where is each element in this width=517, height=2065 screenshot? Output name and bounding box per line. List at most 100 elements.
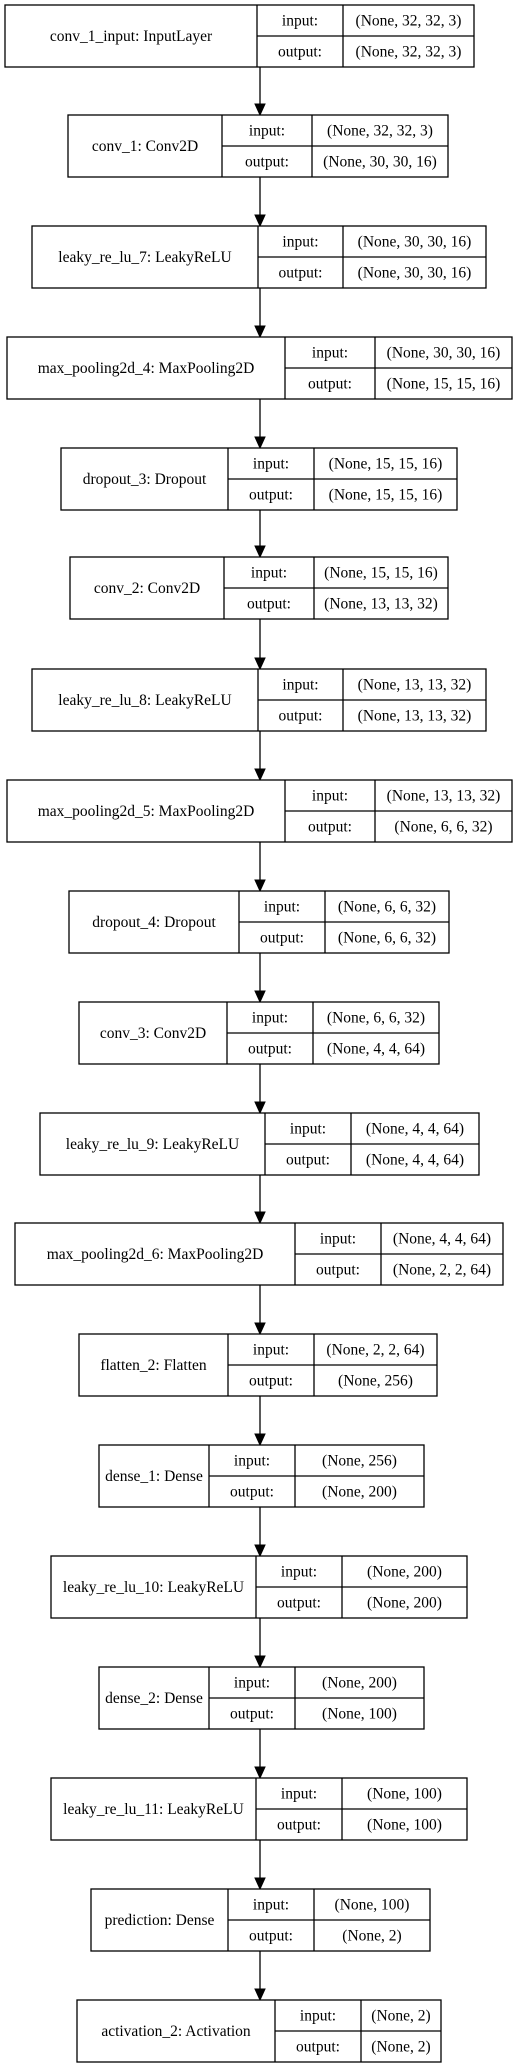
input-label: input: bbox=[251, 565, 287, 582]
arrowhead bbox=[254, 657, 266, 671]
layer-name: conv_3: Conv2D bbox=[100, 1025, 206, 1042]
input-shape: (None, 2) bbox=[371, 2008, 430, 2025]
arrowhead bbox=[254, 1433, 266, 1447]
layer-name: max_pooling2d_6: MaxPooling2D bbox=[47, 1246, 264, 1263]
layer-name: flatten_2: Flatten bbox=[100, 1357, 207, 1374]
layer-name: dense_1: Dense bbox=[105, 1468, 203, 1485]
output-label: output: bbox=[308, 376, 352, 393]
edge-arrow bbox=[254, 510, 266, 559]
layer-node: flatten_2: Flatten input: output: (None, 2,… bbox=[78, 1333, 438, 1397]
output-shape: (None, 100) bbox=[322, 1706, 397, 1723]
output-label: output: bbox=[245, 154, 289, 171]
output-shape: (None, 2) bbox=[371, 2039, 430, 2056]
output-label: output: bbox=[230, 1484, 274, 1501]
arrowhead bbox=[254, 879, 266, 893]
arrowhead bbox=[254, 1211, 266, 1225]
output-label: output: bbox=[249, 1373, 293, 1390]
layer-name: conv_2: Conv2D bbox=[94, 580, 200, 597]
layer-name: conv_1: Conv2D bbox=[92, 138, 198, 155]
input-label: input: bbox=[281, 1786, 317, 1803]
edge-arrow bbox=[254, 1396, 266, 1447]
input-shape: (None, 200) bbox=[322, 1675, 397, 1692]
layer-node: leaky_re_lu_7: LeakyReLU input: output: (No… bbox=[31, 225, 487, 289]
output-label: output: bbox=[278, 44, 322, 61]
layer-node: leaky_re_lu_8: LeakyReLUinput:output:(No… bbox=[31, 668, 487, 732]
output-label: output: bbox=[296, 2039, 340, 2056]
input-shape: (None, 30, 30, 16) bbox=[358, 234, 472, 251]
layer-name: dropout_3: Dropout bbox=[83, 471, 207, 488]
output-label: output: bbox=[316, 1262, 360, 1279]
input-shape: (None, 15, 15, 16) bbox=[329, 456, 443, 473]
output-shape: (None, 4, 4, 64) bbox=[366, 1152, 464, 1169]
output-shape: (None, 15, 15, 16) bbox=[329, 487, 443, 504]
output-label: output: bbox=[279, 265, 323, 282]
input-label: input: bbox=[282, 13, 318, 30]
arrowhead bbox=[254, 768, 266, 782]
edge-arrow bbox=[254, 1285, 266, 1336]
input-label: input: bbox=[281, 1564, 317, 1581]
output-shape: (None, 256) bbox=[338, 1373, 413, 1390]
layer-name: dense_2: Dense bbox=[105, 1690, 203, 1707]
edge-arrow bbox=[254, 731, 266, 782]
arrowhead bbox=[254, 325, 266, 339]
layer-box bbox=[6, 779, 513, 843]
arrowhead bbox=[254, 1655, 266, 1669]
output-label: output: bbox=[249, 1928, 293, 1945]
layer-node: max_pooling2d_4: MaxPooling2D input: outpu… bbox=[6, 336, 513, 400]
output-shape: (None, 30, 30, 16) bbox=[358, 265, 472, 282]
input-label: input: bbox=[234, 1675, 270, 1692]
layer-name: leaky_re_lu_11: LeakyReLU bbox=[63, 1801, 244, 1818]
input-label: input: bbox=[282, 677, 318, 694]
layer-name: leaky_re_lu_7: LeakyReLU bbox=[58, 249, 231, 266]
arrowhead bbox=[254, 1322, 266, 1336]
input-shape: (None, 4, 4, 64) bbox=[366, 1121, 464, 1138]
edges-group bbox=[254, 67, 266, 2002]
edge-arrow bbox=[254, 1064, 266, 1115]
input-label: input: bbox=[300, 2008, 336, 2025]
input-shape: (None, 13, 13, 32) bbox=[387, 788, 501, 805]
output-label: output: bbox=[230, 1706, 274, 1723]
input-label: input: bbox=[253, 1342, 289, 1359]
input-label: input: bbox=[249, 123, 285, 140]
input-label: input: bbox=[264, 899, 300, 916]
output-shape: (None, 100) bbox=[367, 1817, 442, 1834]
edge-arrow bbox=[254, 288, 266, 339]
output-label: output: bbox=[248, 1041, 292, 1058]
output-label: output: bbox=[279, 708, 323, 725]
arrowhead bbox=[254, 1988, 266, 2002]
layer-name: prediction: Dense bbox=[105, 1912, 215, 1929]
layer-name: max_pooling2d_4: MaxPooling2D bbox=[38, 360, 255, 377]
output-label: output: bbox=[308, 819, 352, 836]
output-label: output: bbox=[247, 596, 291, 613]
layer-node: dense_2: Dense input: output: (None, 200) (N… bbox=[98, 1666, 425, 1730]
arrowhead bbox=[254, 990, 266, 1004]
edge-arrow bbox=[254, 1729, 266, 1780]
input-label: input: bbox=[282, 234, 318, 251]
input-shape: (None, 2, 2, 64) bbox=[326, 1342, 424, 1359]
layer-name: leaky_re_lu_10: LeakyReLU bbox=[63, 1579, 244, 1596]
layer-node: leaky_re_lu_11: LeakyReLUinput:output:(N… bbox=[50, 1777, 468, 1841]
edge-arrow bbox=[254, 1618, 266, 1669]
input-shape: (None, 6, 6, 32) bbox=[338, 899, 436, 916]
input-shape: (None, 30, 30, 16) bbox=[387, 345, 501, 362]
output-shape: (None, 4, 4, 64) bbox=[327, 1041, 425, 1058]
edge-arrow bbox=[254, 953, 266, 1004]
output-shape: (None, 6, 6, 32) bbox=[338, 930, 436, 947]
layer-name: leaky_re_lu_8: LeakyReLU bbox=[58, 692, 231, 709]
arrowhead bbox=[254, 1101, 266, 1115]
layer-node: max_pooling2d_5: MaxPooling2Dinput:outpu… bbox=[6, 779, 513, 843]
output-label: output: bbox=[260, 930, 304, 947]
input-shape: (None, 32, 32, 3) bbox=[356, 13, 462, 30]
layer-node: activation_2: Activationinput:output:(No… bbox=[76, 1999, 442, 2063]
input-label: input: bbox=[320, 1231, 356, 1248]
arrowhead bbox=[254, 214, 266, 228]
input-label: input: bbox=[252, 1010, 288, 1027]
input-label: input: bbox=[312, 345, 348, 362]
input-shape: (None, 256) bbox=[322, 1453, 397, 1470]
